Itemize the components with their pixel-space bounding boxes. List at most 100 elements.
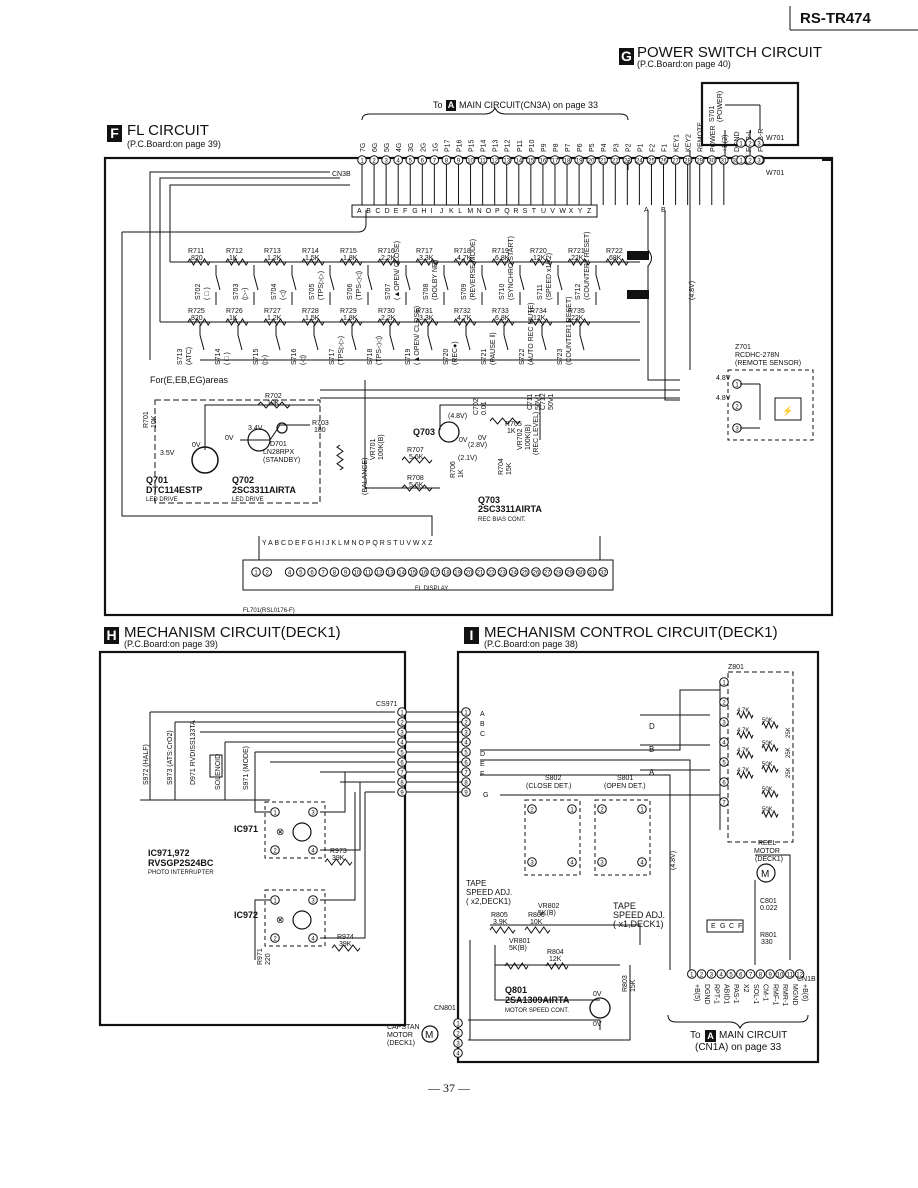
det-pin-3-num: 3 <box>530 861 534 867</box>
bus-letter-P: P <box>495 208 500 215</box>
part-C702-value: 0.01 <box>481 401 488 415</box>
z801-25k-1: 25K <box>786 727 792 738</box>
cn3b-pin-31-num: 31 <box>720 159 727 165</box>
z801-res-symbol-5 <box>736 750 754 760</box>
resistor-R732-ref: R732 <box>454 308 471 315</box>
part-C712-ref: C712 <box>540 393 547 410</box>
bus-letter-Q: Q <box>504 208 510 215</box>
switch-S702-ref: S702 <box>195 284 202 300</box>
w701-bot-pin-2-num: 2 <box>748 159 752 165</box>
q703-inline-ref: Q703 <box>413 427 435 437</box>
fl-pin-7 <box>318 567 329 577</box>
q801-desc: MOTOR SPEED CONT. <box>505 1008 569 1014</box>
cn3a-pin-label-2: 6G <box>372 143 379 152</box>
part-R707-value: 5.6K <box>409 454 424 461</box>
part-R705-ref: R705 <box>505 421 522 428</box>
cn3a-pin-label-28: KEY2 <box>686 134 693 152</box>
cn3a-pin-label-22: P3 <box>613 143 620 152</box>
resistor-R728-value: 1.5K <box>305 315 320 322</box>
cn3a-pin-label-18: P7 <box>565 143 572 152</box>
fl-pin-22 <box>486 567 497 577</box>
cn801-label: CN801 <box>434 1005 456 1012</box>
part-C702-ref: C702 <box>473 398 480 415</box>
resistor-R727-value: 1.2K <box>267 315 282 322</box>
cn3a-pin-label-10: P15 <box>469 139 476 152</box>
cn1b-pin-label-5: PAS-1 <box>732 984 739 1004</box>
w701-bot-pin-3 <box>754 155 764 165</box>
fl-pin-25-num: 25 <box>521 571 528 577</box>
vr701-ref: VR701 <box>370 438 377 460</box>
fl-pin-28 <box>553 567 564 577</box>
r805-symbol <box>489 926 516 934</box>
page-number: — 37 — <box>428 1081 470 1095</box>
cn3b-pin-3-num: 3 <box>384 159 388 165</box>
mechanism-circuit-title: MECHANISM CIRCUIT(DECK1) <box>124 624 341 641</box>
cn3b-pin-29-num: 29 <box>696 159 703 165</box>
reel-motor-m: M <box>761 869 769 880</box>
fl-pin-8 <box>329 567 340 577</box>
z801-pin-3-num: 3 <box>722 721 726 727</box>
cn801-pin-4-num: 4 <box>456 1052 460 1058</box>
cn1b-pin-7 <box>745 969 756 979</box>
det-pin-6-num: 1 <box>640 808 644 814</box>
z801-pin-5-num: 5 <box>722 761 726 767</box>
fl-pin-9 <box>340 567 351 577</box>
fl-pin-32 <box>598 567 609 577</box>
fl-pin-20 <box>464 567 474 577</box>
z801-pin-4-num: 4 <box>722 741 726 747</box>
ic971-pin-1-num: 1 <box>273 811 277 817</box>
resistor-R718-symbol <box>453 258 477 266</box>
cp801-letter-A: A <box>480 711 485 718</box>
switch-S704-desc: (◁) <box>280 290 287 300</box>
switch-S719-ref: S719 <box>405 349 412 365</box>
cs971-pin-7-num: 7 <box>400 771 404 777</box>
cn3b-pin-11-num: 11 <box>479 159 486 165</box>
ic971-972-label: IC971,972 <box>148 848 190 858</box>
ic971-pin-3 <box>270 845 280 855</box>
cn1b-pin-1-num: 1 <box>690 973 694 979</box>
switch-S703-ref: S703 <box>233 284 240 300</box>
cs971-pin-4-num: 4 <box>400 741 404 747</box>
cn3a-pin-label-23: P2 <box>625 143 632 152</box>
fl-pin-7-num: 7 <box>322 571 326 577</box>
ic972-pin-1 <box>270 895 280 905</box>
det-pin-2-num: 1 <box>570 808 574 814</box>
q801-part: 2SA1309AIRTA <box>505 995 570 1005</box>
part-R702-value: 10K <box>267 400 280 407</box>
ic971-pin-2 <box>308 807 318 817</box>
areas-note: For(E,EB,EG)areas <box>150 375 229 385</box>
z801-pin-6-num: 6 <box>722 781 726 787</box>
power-switch-ref: S701 <box>709 106 716 122</box>
cp801-letter-G: G <box>483 792 488 799</box>
fl-display-ref: FL701(RSL0176-F) <box>243 608 295 614</box>
cn3b-pin-2-num: 2 <box>372 159 376 165</box>
r805-ref: R805 <box>491 912 508 919</box>
bus-letter-W: W <box>559 208 566 215</box>
resistor-R717-symbol <box>415 258 439 266</box>
cn3b-pin-16-num: 16 <box>540 159 547 165</box>
cn1b-pin-label-11: MGND <box>791 984 798 1005</box>
z801-letter-A: A <box>649 768 655 777</box>
z801-res-symbol-3 <box>736 730 754 740</box>
cn3b-pin-7-num: 7 <box>433 159 437 165</box>
cn1b-pin-4 <box>716 969 727 979</box>
cp801-pin-5 <box>461 747 471 757</box>
cn3a-pin-label-8: P17 <box>444 139 451 152</box>
to-main-top-badge: A <box>446 100 456 111</box>
q703-desc: REC BIAS CONT. <box>478 517 526 523</box>
voltage-v34: 3.4V <box>248 425 263 432</box>
switch-S709-desc: (REVERSE MODE) <box>470 239 477 300</box>
part-R703-ref: R703 <box>312 420 329 427</box>
capstan-motor-symbol <box>421 1025 439 1043</box>
resistor-R729-symbol <box>339 318 363 326</box>
egcf-letter-E: E <box>711 923 716 930</box>
vr701-value: 100K(B) <box>378 434 385 460</box>
cn3b-pin-15-num: 15 <box>528 159 535 165</box>
cn1b-pin-10-num: 10 <box>777 973 784 979</box>
cn3b-pin-30-num: 30 <box>708 159 715 165</box>
z801-res-symbol-2 <box>761 720 779 730</box>
part-R703-value: 180 <box>314 427 326 434</box>
fl-pin-19-num: 19 <box>454 571 461 577</box>
tape-speed-x2-line3: ( x2,DECK1) <box>466 897 511 906</box>
